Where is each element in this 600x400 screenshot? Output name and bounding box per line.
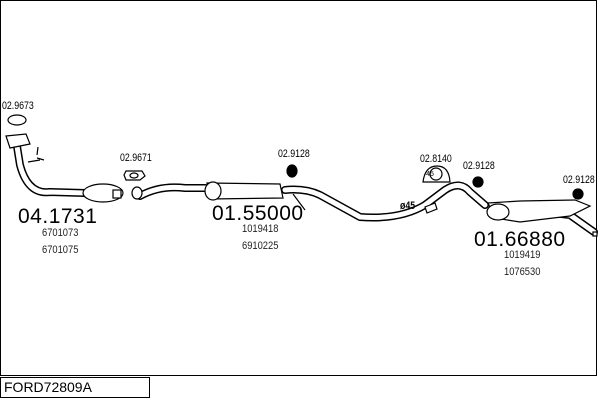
part-ref: 6701075	[42, 244, 79, 256]
part-number: 01.55000	[212, 202, 304, 225]
accessory-label: 02.9128	[463, 160, 495, 172]
front-pipe	[12, 136, 89, 197]
diagram-frame	[0, 0, 597, 376]
part-number: 04.1731	[18, 205, 98, 228]
part-number: 01.66880	[474, 228, 566, 251]
diagram-code: FORD72809A	[0, 377, 150, 398]
clamp	[424, 202, 438, 214]
accessory-label: 02.9128	[563, 174, 595, 186]
clamp-size-label: 45	[426, 171, 434, 178]
rubber-mount-2	[472, 176, 484, 188]
accessory-label: 02.9673	[2, 100, 34, 112]
accessory-label: 02.8140	[420, 153, 452, 165]
clamp-size: ø45	[400, 200, 416, 212]
part-ref: 6701073	[42, 227, 79, 239]
manifold-flange	[5, 133, 31, 149]
part-ref: 1076530	[504, 266, 541, 278]
intermediate-pipe	[281, 181, 489, 222]
accessory-label: 02.9128	[278, 148, 310, 160]
bracket	[27, 146, 45, 163]
accessory-label: 02.9671	[120, 152, 152, 164]
rubber-mount-1	[286, 164, 298, 178]
gasket-02-9673	[7, 114, 27, 126]
part-ref: 1019418	[242, 223, 279, 235]
part-ref: 6910225	[242, 240, 279, 252]
part-ref: 1019419	[504, 249, 541, 261]
rubber-mount-3	[572, 188, 584, 200]
